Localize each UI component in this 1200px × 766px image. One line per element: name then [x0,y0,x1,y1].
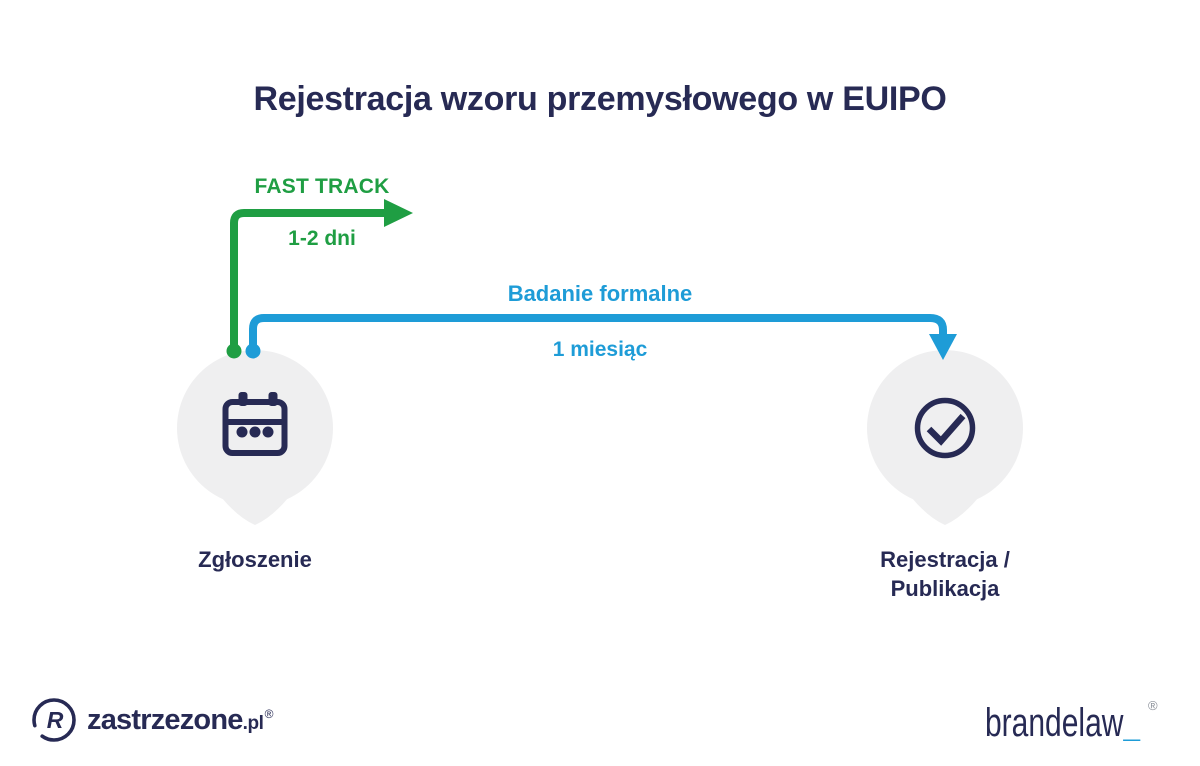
svg-text:R: R [47,707,64,733]
brandelaw-wordmark: brandelaw_ [985,703,1140,743]
node-label-zgloszenie: Zgłoszenie [198,547,312,572]
node-label-rejestracja: Rejestracja / Publikacja [880,547,1010,601]
fast-track-arrowhead [384,199,413,227]
r-mark-icon: R [32,698,76,742]
brandelaw-cursor: _ [1123,701,1141,745]
zastrzezone-logo: R zastrzezone.pl® [30,696,273,744]
brandelaw-logo: brandelaw_ [985,703,1192,743]
formal-check-label: Badanie formalne [507,281,693,306]
page-title: Rejestracja wzoru przemysłowego w EUIPO [253,80,947,118]
pin-shape [177,350,333,525]
fast-track-label: FAST TRACK [254,175,390,198]
zastrzezone-tld: .pl [242,712,264,734]
zastrzezone-registered-mark: ® [264,706,274,721]
zastrzezone-wordmark: zastrzezone.pl® [87,704,273,737]
calendar-icon [222,392,288,456]
brandelaw-name: brandelaw [985,701,1124,745]
node-rejestracja [867,350,1023,525]
zastrzezone-name: zastrzezone [87,703,243,736]
brandelaw-registered-mark: ® [1148,698,1158,713]
check-circle-icon [914,397,976,459]
node-zgloszenie [177,350,333,525]
formal-check-duration: 1 miesiąc [552,338,648,361]
fast-track-duration: 1-2 dni [288,227,356,250]
